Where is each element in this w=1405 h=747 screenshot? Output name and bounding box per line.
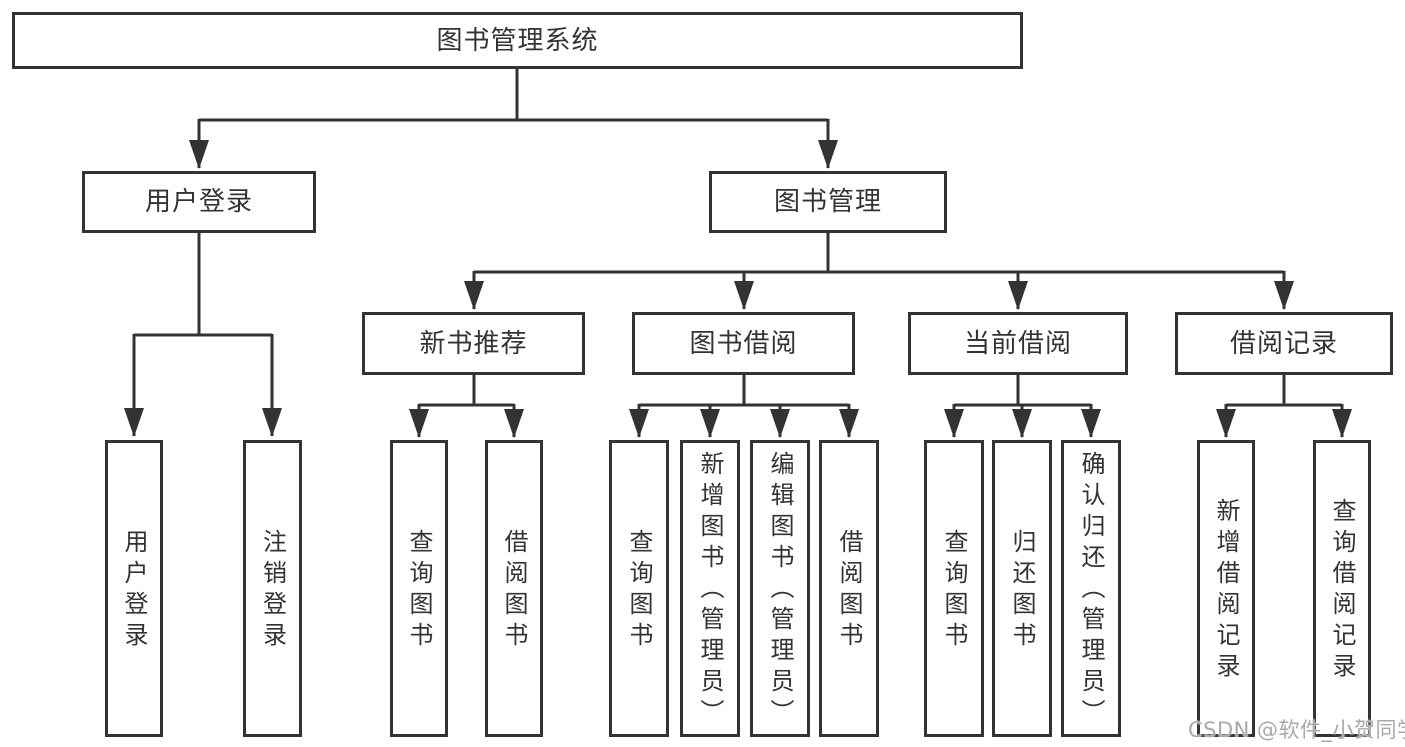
node-bb-add-book-admin: 新增图书（管理员） [680,440,740,737]
node-rec-borrow-book: 借阅图书 [485,440,543,737]
node-cb-confirm-return-admin: 确认归还（管理员） [1061,440,1121,737]
node-bb-edit-book-admin: 编辑图书（管理员） [750,440,810,737]
node-leaf-user-login: 用户登录 [105,440,163,737]
node-cb-query-book: 查询图书 [924,440,984,737]
node-user-login: 用户登录 [82,171,316,233]
node-bb-query-book: 查询图书 [609,440,669,737]
node-bb-borrow-book: 借阅图书 [819,440,879,737]
csdn-watermark: CSDN @软件_小贺同学 [1188,718,1405,742]
node-leaf-logout: 注销登录 [243,440,302,737]
node-book-borrow: 图书借阅 [632,312,855,375]
node-rec-query-book: 查询图书 [390,440,448,737]
node-current-borrow: 当前借阅 [908,312,1128,375]
node-borrow-record: 借阅记录 [1175,312,1393,375]
node-br-add-record: 新增借阅记录 [1197,440,1255,737]
node-new-book-recommend: 新书推荐 [362,312,585,375]
node-book-management: 图书管理 [709,171,947,233]
node-br-query-record: 查询借阅记录 [1313,440,1371,737]
node-cb-return-book: 归还图书 [992,440,1052,737]
node-system-root: 图书管理系统 [12,12,1023,69]
